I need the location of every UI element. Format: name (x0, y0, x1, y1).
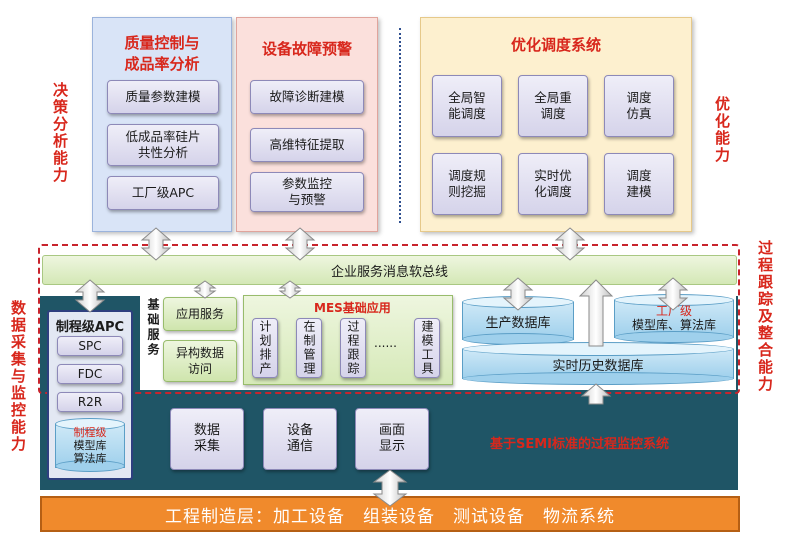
apc-panel-title: 制程级APC (55, 320, 125, 335)
apc-db-line1: 制程级 (73, 426, 107, 439)
collect-item-data: 数据 采集 (170, 408, 244, 470)
optimize-panel-title: 优化调度系统 (510, 36, 601, 54)
basic-service-data-access: 异构数据 访问 (163, 340, 237, 382)
collect-item-screen: 画面 显示 (355, 408, 429, 470)
quality-item-param-model: 质量参数建模 (107, 80, 219, 114)
mes-item-planning: 计划排产 (252, 318, 278, 378)
factory-db-line1: 工厂级 (655, 304, 692, 318)
realtime-db-label: 实时历史数据库 (552, 359, 644, 374)
side-label-process: 过程跟踪及整合能力 (756, 240, 774, 393)
mes-item-ellipsis: ...... (374, 336, 397, 350)
basic-service-label: 基础服务 (146, 298, 160, 358)
factory-db-line2: 模型库、算法库 (631, 318, 716, 332)
apc-db-line3: 算法库 (73, 452, 107, 465)
mes-item-wip: 在制管理 (296, 318, 322, 378)
optimize-item-simulation: 调度 仿真 (604, 75, 674, 137)
optimize-item-modeling: 调度 建模 (604, 153, 674, 215)
production-db: 生产数据库 (462, 296, 574, 346)
esb-bar: 企业服务消息软总线 (42, 255, 737, 285)
apc-item-fdc: FDC (57, 364, 123, 384)
fault-panel-title: 设备故障预警 (261, 40, 352, 58)
mes-item-tracking: 过程跟踪 (340, 318, 366, 378)
quality-panel-title-line2: 成品率分析 (124, 55, 200, 73)
side-label-decision: 决策分析能力 (51, 82, 69, 184)
process-dashed-frame (38, 244, 740, 394)
side-label-data-collect: 数据采集与监控能力 (9, 300, 27, 453)
collect-item-device: 设备 通信 (263, 408, 337, 470)
apc-item-r2r: R2R (57, 392, 123, 412)
quality-panel-title-line1: 质量控制与 (124, 34, 200, 52)
esb-label: 企业服务消息软总线 (330, 264, 448, 280)
factory-db: 工厂级 模型库、算法库 (614, 294, 734, 344)
fault-item-diagnosis: 故障诊断建模 (250, 80, 364, 114)
fault-item-feature: 高维特征提取 (250, 128, 364, 162)
quality-item-low-yield: 低成品率硅片 共性分析 (107, 124, 219, 166)
optimize-item-global-smart: 全局智 能调度 (432, 75, 502, 137)
bottom-bar-label: 工程制造层：加工设备 组装设备 测试设备 物流系统 (165, 506, 615, 527)
separator-line (399, 28, 401, 223)
apc-db-line2: 模型库 (73, 439, 107, 452)
bottom-bar: 工程制造层：加工设备 组装设备 测试设备 物流系统 (40, 496, 740, 532)
optimize-item-global-re: 全局重 调度 (518, 75, 588, 137)
optimize-item-rule-mining: 调度规 则挖掘 (432, 153, 502, 215)
mes-panel-title: MES基础应用 (314, 301, 391, 315)
quality-item-factory-apc: 工厂级APC (107, 176, 219, 210)
fault-item-monitor: 参数监控 与预警 (250, 172, 364, 212)
realtime-db: 实时历史数据库 (462, 342, 734, 386)
apc-item-spc: SPC (57, 336, 123, 356)
side-label-optimize: 优化能力 (713, 96, 731, 164)
monitor-system-label: 基于SEMI标准的过程监控系统 (490, 437, 670, 452)
mes-item-modeling-tool: 建模工具 (414, 318, 440, 378)
optimize-item-realtime: 实时优 化调度 (518, 153, 588, 215)
basic-service-app: 应用服务 (163, 297, 237, 331)
apc-db-cylinder: 制程级 模型库 算法库 (55, 418, 125, 474)
production-db-label: 生产数据库 (485, 316, 551, 331)
